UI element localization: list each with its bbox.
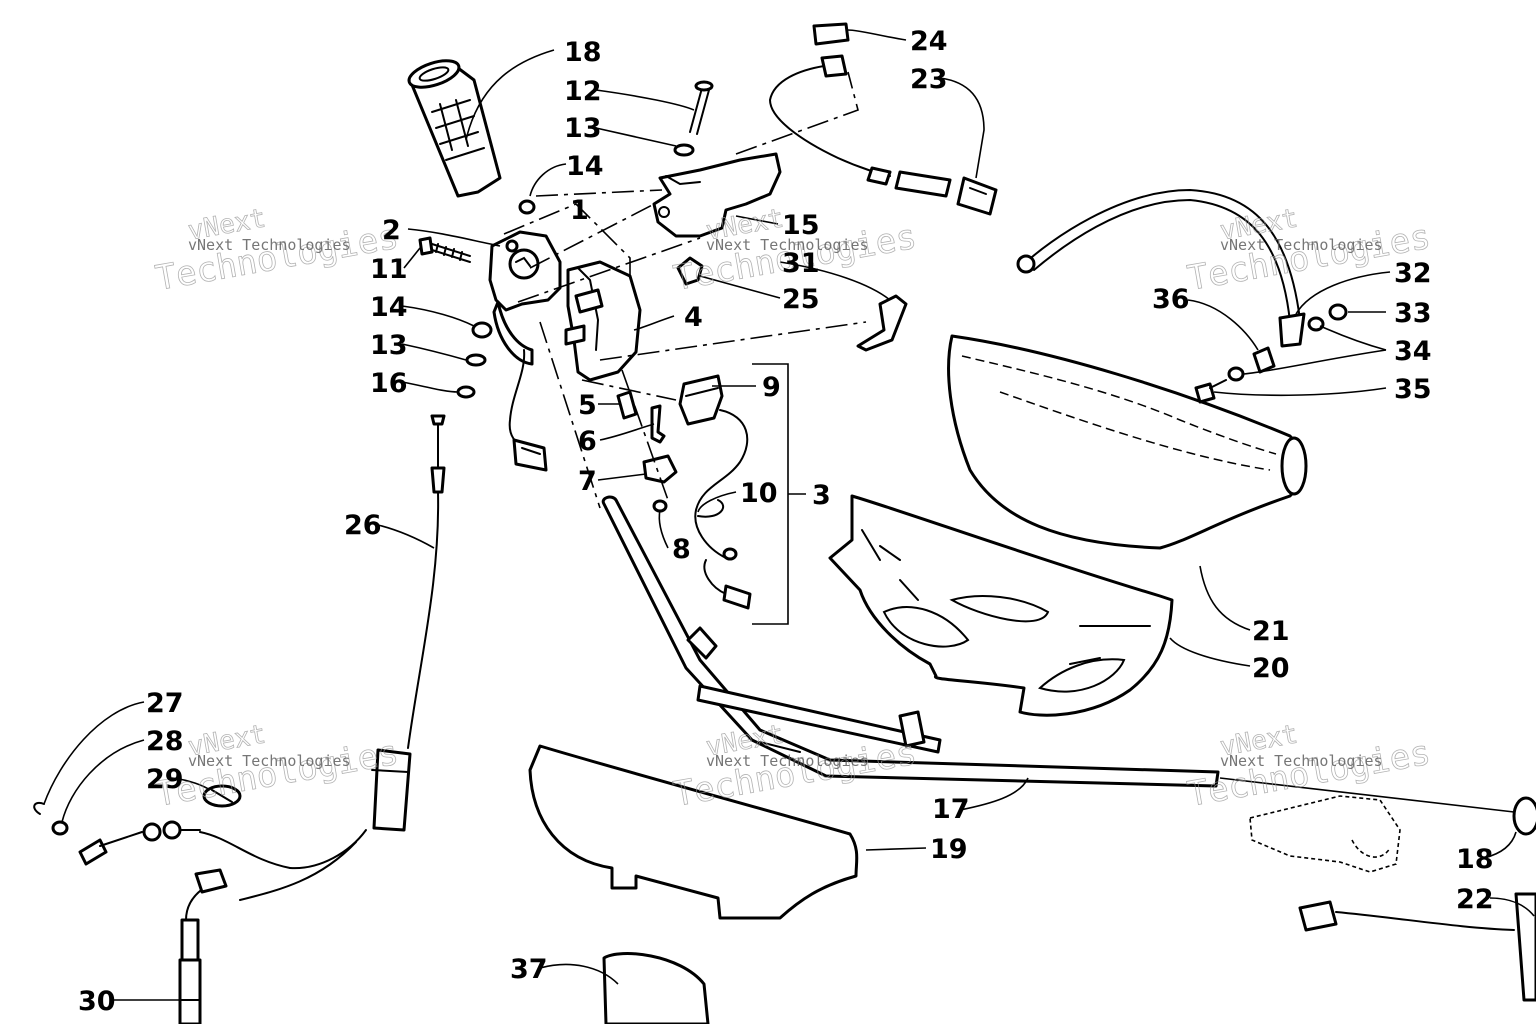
screw-8a bbox=[652, 499, 668, 513]
callout-23: 23 bbox=[910, 64, 948, 95]
callout-37: 37 bbox=[510, 954, 548, 985]
callout-26: 26 bbox=[344, 510, 382, 541]
nut-14 bbox=[518, 199, 536, 215]
cover-21 bbox=[947, 334, 1308, 550]
callout-12: 12 bbox=[564, 76, 602, 107]
callout-30: 30 bbox=[78, 986, 116, 1017]
watermark-6: vNext Technologies vNext Technologies bbox=[1184, 719, 1434, 815]
callout-labels: 18 12 13 14 1 2 11 14 13 16 24 23 15 31 … bbox=[78, 26, 1494, 1017]
callout-18b: 18 bbox=[1456, 844, 1494, 875]
pad-24 bbox=[812, 22, 850, 46]
cable-26 bbox=[199, 414, 446, 901]
heater-22 bbox=[1298, 892, 1536, 1002]
handlebar-17 bbox=[601, 495, 1220, 788]
callout-28: 28 bbox=[146, 726, 184, 757]
clip-16 bbox=[456, 385, 476, 399]
alignment-lines bbox=[503, 71, 867, 509]
pin-12 bbox=[689, 80, 714, 135]
callout-11: 11 bbox=[370, 254, 408, 285]
callout-25: 25 bbox=[782, 284, 820, 315]
harness-23 bbox=[768, 54, 998, 216]
svg-text:vNext Technologies: vNext Technologies bbox=[706, 752, 869, 770]
callout-10: 10 bbox=[740, 478, 778, 509]
bolt-35 bbox=[1194, 379, 1227, 404]
callout-13b: 13 bbox=[370, 330, 408, 361]
callout-27: 27 bbox=[146, 688, 184, 719]
brake-lever-15 bbox=[652, 152, 782, 238]
grip-18 bbox=[407, 59, 502, 198]
svg-text:vNext Technologies: vNext Technologies bbox=[706, 236, 869, 254]
callout-17: 17 bbox=[932, 794, 970, 825]
throttle-lever-31 bbox=[856, 294, 908, 352]
svg-text:vNext Technologies: vNext Technologies bbox=[188, 236, 351, 254]
leader-lines bbox=[43, 29, 1535, 1001]
svg-text:vNext Technologies: vNext Technologies bbox=[1220, 236, 1383, 254]
callout-33: 33 bbox=[1394, 298, 1432, 329]
callout-1: 1 bbox=[570, 195, 589, 226]
callout-14b: 14 bbox=[370, 292, 408, 323]
switch-wire bbox=[508, 349, 548, 472]
part-37 bbox=[602, 952, 710, 1024]
watermark-1: vNext Technologies vNext Technologies bbox=[152, 203, 402, 299]
cable-end bbox=[78, 820, 201, 866]
washer-34a bbox=[1307, 316, 1325, 332]
spacer-36 bbox=[1252, 346, 1276, 374]
callout-29: 29 bbox=[146, 764, 184, 795]
washer-13b bbox=[465, 353, 487, 367]
callout-18: 18 bbox=[564, 37, 602, 68]
bracket-7 bbox=[642, 454, 678, 484]
callout-8: 8 bbox=[672, 534, 691, 565]
callout-20: 20 bbox=[1252, 653, 1290, 684]
svg-text:vNext Technologies: vNext Technologies bbox=[188, 752, 351, 770]
clip-25 bbox=[676, 256, 704, 286]
callout-16: 16 bbox=[370, 368, 408, 399]
callout-21: 21 bbox=[1252, 616, 1290, 647]
sleeve-5 bbox=[616, 390, 638, 420]
wire-10 bbox=[694, 409, 752, 610]
switch-9 bbox=[678, 374, 724, 426]
throttle-housing-4 bbox=[564, 260, 642, 382]
right-control bbox=[1249, 795, 1536, 873]
callout-22: 22 bbox=[1456, 884, 1494, 915]
watermark-4: vNext Technologies vNext Technologies bbox=[152, 719, 402, 815]
nut-33 bbox=[1328, 303, 1348, 321]
callout-14: 14 bbox=[566, 151, 604, 182]
pad-20 bbox=[828, 494, 1174, 717]
spring-6 bbox=[650, 404, 666, 444]
callout-19: 19 bbox=[930, 834, 968, 865]
washer-34b bbox=[1227, 366, 1245, 382]
callout-34: 34 bbox=[1394, 336, 1432, 367]
callout-35: 35 bbox=[1394, 374, 1432, 405]
ring-27 bbox=[33, 802, 45, 815]
svg-text:vNext Technologies: vNext Technologies bbox=[1220, 752, 1383, 770]
callout-31: 31 bbox=[782, 248, 820, 279]
callout-13: 13 bbox=[564, 113, 602, 144]
callout-5: 5 bbox=[578, 390, 597, 421]
callout-3: 3 bbox=[812, 480, 831, 511]
nut-14b bbox=[471, 321, 493, 339]
callout-2: 2 bbox=[382, 215, 401, 246]
callout-36: 36 bbox=[1152, 284, 1190, 315]
callout-7: 7 bbox=[578, 466, 597, 497]
cable-32 bbox=[1016, 188, 1306, 348]
callout-15: 15 bbox=[782, 210, 820, 241]
switch-housing-2 bbox=[488, 230, 562, 366]
adjuster-30 bbox=[178, 868, 228, 1024]
callout-32: 32 bbox=[1394, 258, 1432, 289]
screw-11 bbox=[418, 236, 471, 263]
callout-4: 4 bbox=[684, 302, 703, 333]
pad-19 bbox=[528, 744, 859, 920]
ferrule-28 bbox=[51, 820, 69, 836]
callout-6: 6 bbox=[578, 426, 597, 457]
callout-24: 24 bbox=[910, 26, 948, 57]
washer-13 bbox=[673, 143, 695, 157]
callout-9: 9 bbox=[762, 372, 781, 403]
clamp-29 bbox=[202, 784, 242, 808]
